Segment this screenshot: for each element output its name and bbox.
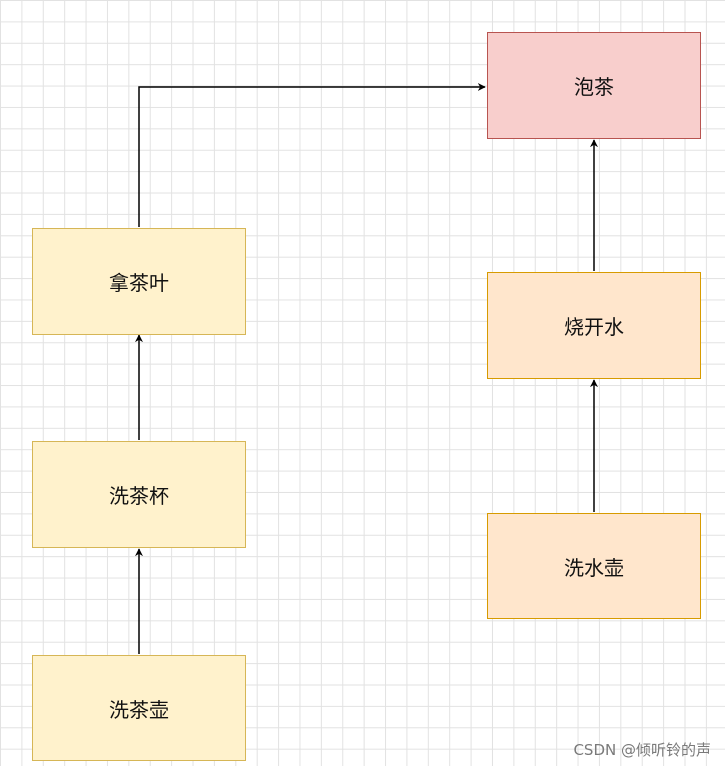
node-make-tea[interactable]: 泡茶 — [487, 32, 701, 139]
edge-get-tea-leaves-to-make-tea — [138, 83, 486, 227]
node-boil-water[interactable]: 烧开水 — [487, 272, 701, 379]
node-wash-kettle[interactable]: 洗水壶 — [487, 513, 701, 619]
node-get-tea-leaves[interactable]: 拿茶叶 — [32, 228, 246, 335]
node-wash-teapot[interactable]: 洗茶壶 — [32, 655, 246, 761]
node-wash-cups[interactable]: 洗茶杯 — [32, 441, 246, 548]
node-wash-cups-label: 洗茶杯 — [109, 484, 169, 508]
watermark-text: CSDN @倾听铃的声 — [573, 741, 711, 759]
node-boil-water-label: 烧开水 — [564, 315, 624, 339]
node-wash-teapot-label: 洗茶壶 — [109, 697, 169, 722]
node-wash-kettle-label: 洗水壶 — [564, 555, 624, 580]
node-get-tea-leaves-label: 拿茶叶 — [109, 271, 169, 295]
node-make-tea-label: 泡茶 — [574, 75, 614, 99]
